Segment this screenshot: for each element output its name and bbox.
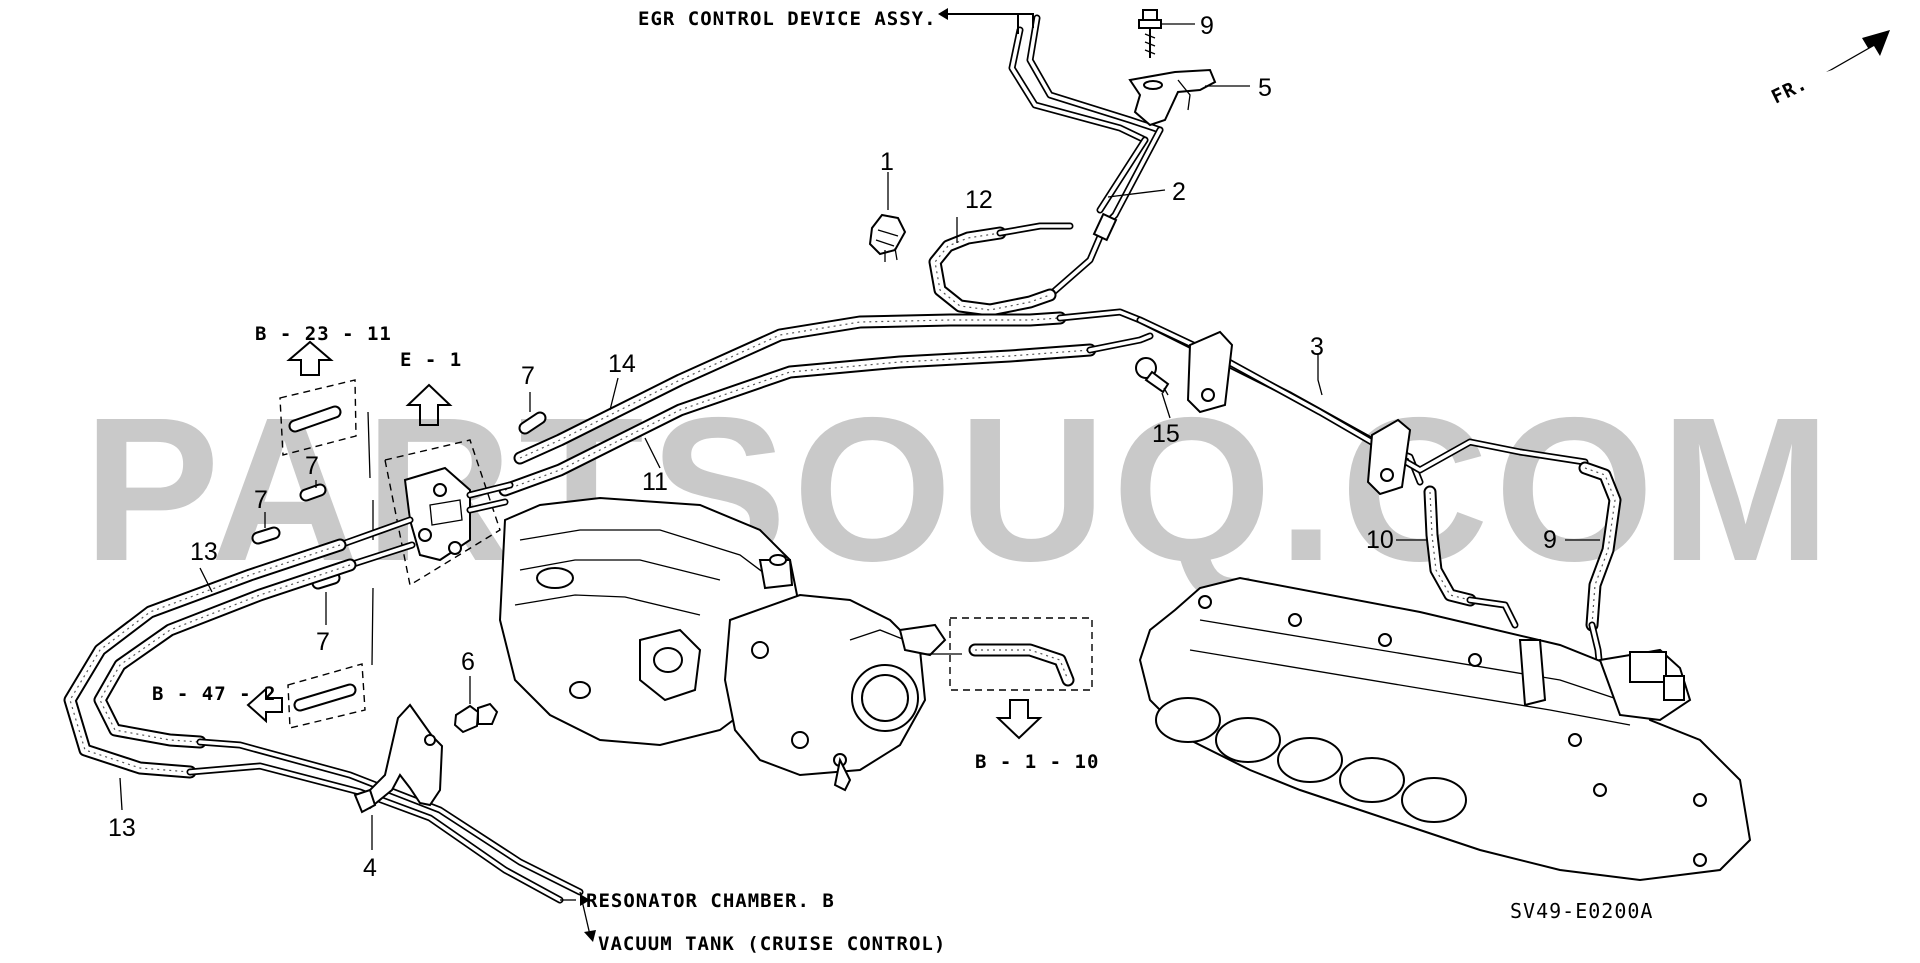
b-1-10-hose-box: [920, 617, 1093, 691]
callout-9: 9: [1543, 526, 1557, 554]
pipe-3-icon: [1056, 308, 1589, 496]
watermark-text: PARTSOUQ.COM: [83, 375, 1837, 604]
arrow-up-e1-icon: [405, 383, 453, 426]
callout-15: 15: [1152, 420, 1180, 448]
bolt-8-icon: [1138, 9, 1162, 58]
plug-7-left2-icon: [251, 526, 281, 545]
egr-control-device-caption: EGR CONTROL DEVICE ASSY.: [638, 8, 937, 30]
pipe-4-lines: [186, 738, 584, 904]
callout-6: 6: [461, 648, 475, 676]
ref-b-47-2: B - 47 - 2: [152, 683, 276, 705]
front-label: FR.: [1768, 72, 1811, 108]
bracket-4-icon: [353, 703, 444, 814]
callout-10: 10: [1366, 526, 1394, 554]
callout-2: 2: [1172, 178, 1186, 206]
egr-arrow-icon: [938, 8, 960, 20]
callout-7-left1: 7: [305, 452, 319, 480]
intake-manifold-icon: [1138, 576, 1752, 882]
b-23-11-box: [279, 379, 357, 456]
callout-13-bottom: 13: [108, 814, 136, 842]
ref-b-23-11: B - 23 - 11: [255, 323, 392, 345]
diagram-code: SV49-E0200A: [1510, 899, 1653, 923]
callout-8: 9: [1200, 12, 1214, 40]
throttle-body-icon: [498, 496, 947, 792]
ref-e-1: E - 1: [400, 349, 462, 371]
egr-line-group: [945, 13, 1164, 144]
hose-14-icon: [513, 311, 1067, 465]
pipe-2-icon: [1046, 126, 1164, 299]
vacuum-arrow-icon: [584, 930, 596, 942]
callout-7-top: 7: [521, 362, 535, 390]
leader-14: [609, 377, 619, 411]
callout-5: 5: [1258, 74, 1272, 102]
arrow-up-b23-icon: [286, 340, 334, 376]
bracket-5-icon: [1128, 68, 1217, 127]
leader-2: [1107, 189, 1166, 198]
callout-4: 4: [363, 854, 377, 882]
clip-1-icon: [868, 213, 907, 262]
ref-b-1-10: B - 1 - 10: [975, 751, 1099, 773]
arrow-left-b47-icon: [246, 686, 283, 724]
bolt-15-icon: [1135, 357, 1170, 396]
callout-13-top: 13: [190, 538, 218, 566]
plug-7-top-icon: [518, 411, 547, 435]
leader-13a: [199, 567, 213, 593]
hose-12-icon: [928, 222, 1074, 317]
callout-3: 3: [1310, 333, 1324, 361]
callout-12: 12: [965, 186, 993, 214]
front-arrow-icon: [1826, 30, 1890, 72]
arrow-down-icon: [995, 699, 1043, 740]
callout-11: 11: [642, 468, 668, 496]
junction-e1-icon: [384, 439, 501, 587]
plug-7-left1-icon: [299, 483, 327, 502]
leader-3: [1317, 355, 1323, 396]
b-47-2-box: [287, 663, 366, 729]
leader-11: [644, 437, 661, 469]
callout-7-bottom: 7: [316, 628, 330, 656]
hose-13-icon: [63, 538, 357, 779]
leader-15: [1161, 392, 1171, 419]
callout-14: 14: [608, 350, 636, 378]
sensor-6-icon: [453, 702, 499, 734]
callout-1: 1: [880, 148, 894, 176]
leader-13b: [119, 777, 123, 811]
resonator-chamber-caption: RESONATOR CHAMBER. B: [586, 890, 835, 912]
hose-10-icon: [1423, 485, 1519, 629]
callout-7-left2: 7: [254, 486, 268, 514]
vacuum-tank-caption: VACUUM TANK (CRUISE CONTROL): [598, 933, 946, 955]
junction-tubes: [336, 481, 514, 569]
plug-7-bottom-icon: [311, 571, 341, 590]
hose-11-icon: [498, 343, 1097, 497]
vacuum-leader: [579, 891, 591, 936]
